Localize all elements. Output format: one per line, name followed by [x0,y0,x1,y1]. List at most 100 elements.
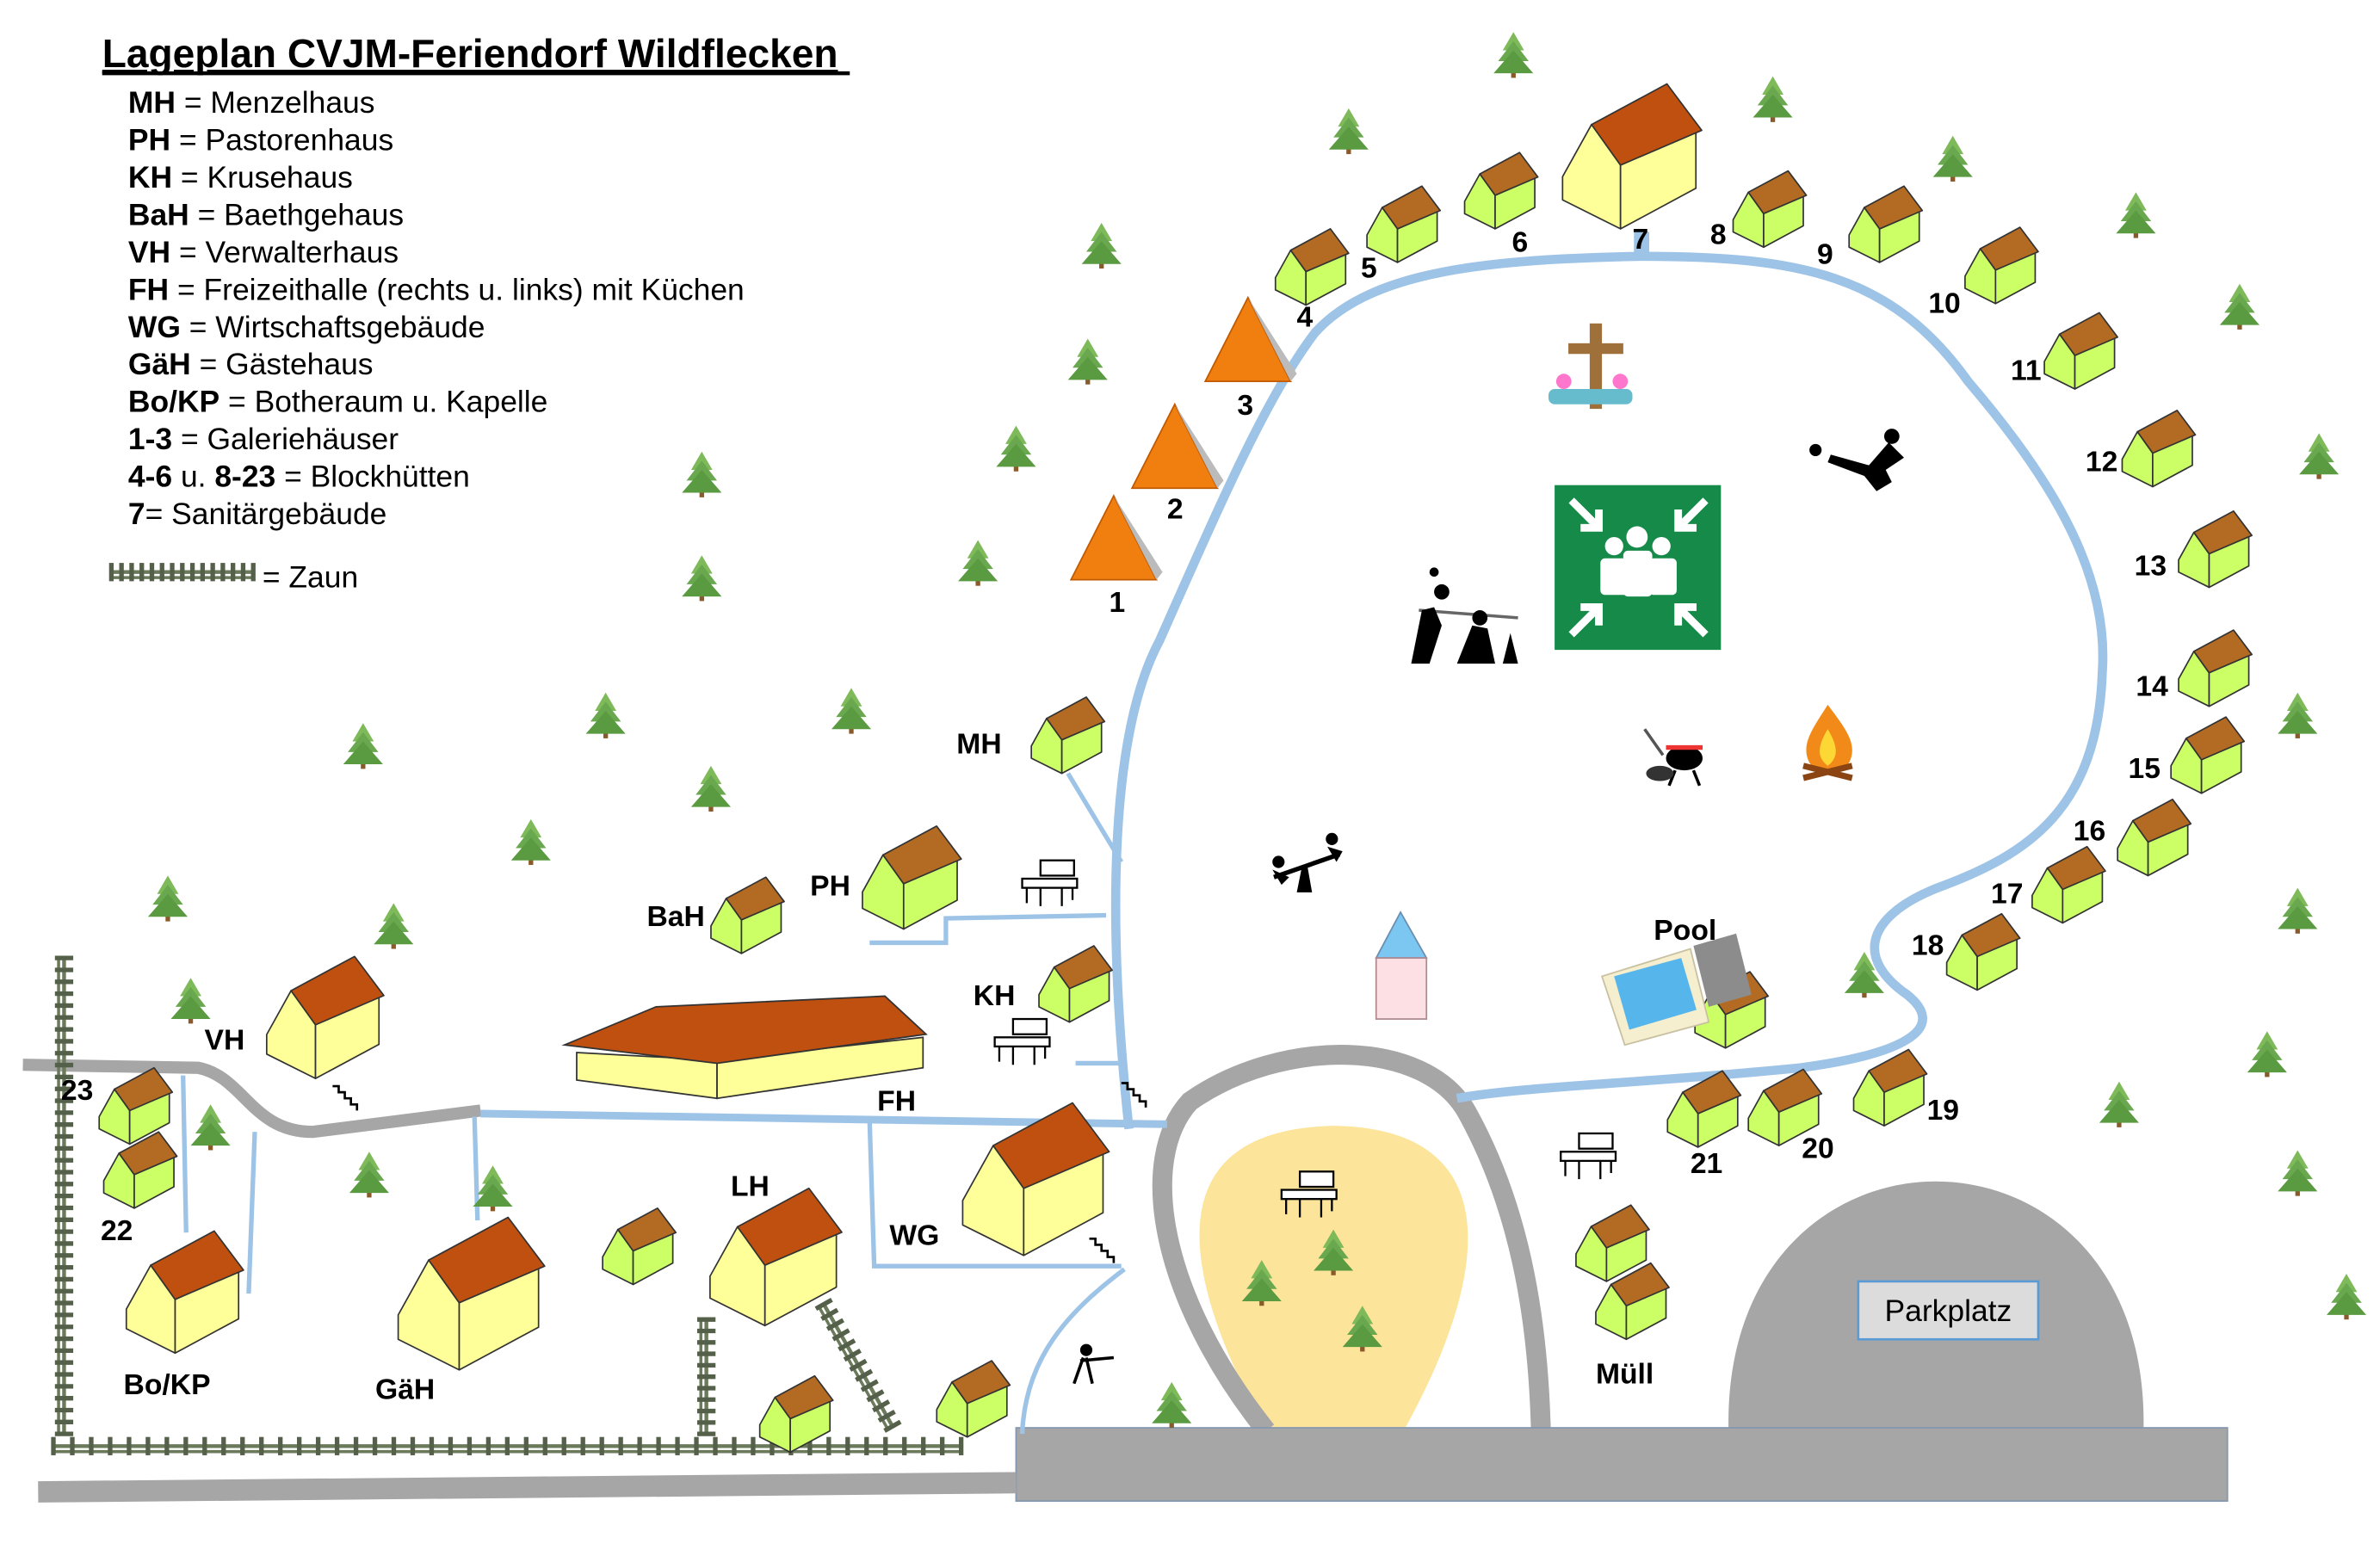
cabin-icon [602,1207,677,1286]
legend-item: Bo/KP = Botheraum u. Kapelle [128,385,548,419]
cabin-number-19: 19 [1927,1095,1959,1127]
cabin-number-14: 14 [2136,670,2168,702]
cabin-icon [1030,696,1106,775]
house-icon [125,1230,244,1355]
label-gah: GäH [375,1374,435,1405]
tree-icon [1314,1229,1354,1275]
gallery-house-tent-icon [1069,494,1163,581]
bench-icon [1280,1170,1338,1218]
cabin-number-18: 18 [1912,930,1944,962]
tree-icon [1932,135,1973,182]
cabin-icon [2121,409,2197,488]
tree-icon [349,1152,389,1198]
cabin-icon [1945,912,2021,991]
fence-legend-label: = Zaun [263,559,358,594]
cabin-icon [2031,845,2106,924]
cabin-icon [1038,945,1113,1023]
freizeithalle-icon [561,995,928,1100]
tree-icon [2116,192,2156,238]
cabin-icon [1747,1068,1823,1147]
sanitary-building-icon [1561,83,1703,230]
cabin-icon [1575,1204,1650,1282]
tree-icon [170,978,211,1024]
tree-icon [1081,222,1122,269]
cabin-number-6: 6 [1511,227,1528,259]
legend-item: BaH = Baethgehaus [128,197,404,232]
bottom-road [1015,1427,2229,1503]
legend-item: MH = Menzelhaus [128,85,375,120]
cabin-icon [102,1131,178,1209]
tree-icon [682,451,722,497]
cabin-icon [1595,1262,1670,1341]
person-bowling-icon [1073,1343,1115,1385]
label-pool: Pool [1654,915,1716,947]
cabin-number-20: 20 [1802,1133,1833,1164]
barbecue-icon [1643,728,1703,787]
cabin-icon [1274,228,1350,306]
cabin-number-11: 11 [2011,355,2042,386]
map-title: Lageplan CVJM-Feriendorf Wildflecken [102,31,838,76]
cabin-icon [2170,716,2246,794]
tree-icon [374,903,414,949]
volleyball-icon [1411,567,1518,664]
cabin-icon [2178,629,2253,707]
cabin-icon [1732,170,1808,249]
seesaw-icon [1272,832,1343,892]
bench-icon [1560,1132,1617,1180]
tree-icon [1753,76,1793,122]
cabin-icon [1848,185,1924,263]
label-muell: Müll [1596,1359,1654,1391]
tree-icon [1342,1306,1382,1352]
legend-item: WG = Wirtschaftsgebäude [128,310,485,344]
buildings [98,83,2253,1454]
tree-icon [996,425,1036,472]
tree-icon [1152,1381,1192,1429]
tree-icon [2278,887,2318,934]
tree-icon [1493,32,1534,78]
cabin-number-10: 10 [1928,287,1960,319]
cabin-number-1: 1 [1110,587,1126,619]
soccer-player-icon [1809,429,1904,491]
tree-icon [958,540,998,586]
house-icon [397,1216,546,1371]
cabin-number-13: 13 [2135,550,2167,582]
cabin-number-22: 22 [101,1215,133,1247]
cabin-number-21: 21 [1691,1148,1722,1180]
benches [993,859,1617,1218]
cabin-icon [1463,151,1539,230]
cabin-icon [2117,798,2192,877]
cabin-number-16: 16 [2074,816,2105,848]
cabin-icon [1666,1070,1742,1148]
label-wg: WG [889,1219,939,1251]
access-road [38,1472,1017,1503]
bench-icon [1021,859,1079,906]
grey-loop-road [1152,1045,1551,1437]
cabin-icon [1366,185,1442,263]
legend-item: 1-3 = Galeriehäuser [128,422,399,456]
stairs-icon [1089,1237,1116,1263]
tree-icon [2099,1081,2139,1127]
fence-icon [108,563,256,582]
sand-field [1199,1126,1468,1431]
tree-icon [585,692,626,738]
label-mh: MH [956,729,1001,761]
tree-icon [1328,108,1369,155]
cabin-number-12: 12 [2086,447,2117,479]
tree-icon [831,688,872,734]
pool-icon [1600,933,1752,1047]
legend-item: VH = Verwalterhaus [128,235,399,269]
cabin-number-15: 15 [2129,753,2161,785]
cabin-icon [2178,509,2253,589]
parking-sign: Parkplatz [1857,1280,2040,1341]
label-bokp: Bo/KP [124,1369,211,1401]
cabin-number-4: 4 [1297,301,1314,333]
legend-item: FH = Freizeithalle (rechts u. links) mit… [128,272,745,306]
legend-item: KH = Krusehaus [128,160,353,194]
tree-icon [2299,433,2340,479]
tree-icon [510,818,551,866]
cabin-number-17: 17 [1991,878,2023,910]
tree-icon [2278,1150,2318,1196]
tree-icon [682,555,722,602]
